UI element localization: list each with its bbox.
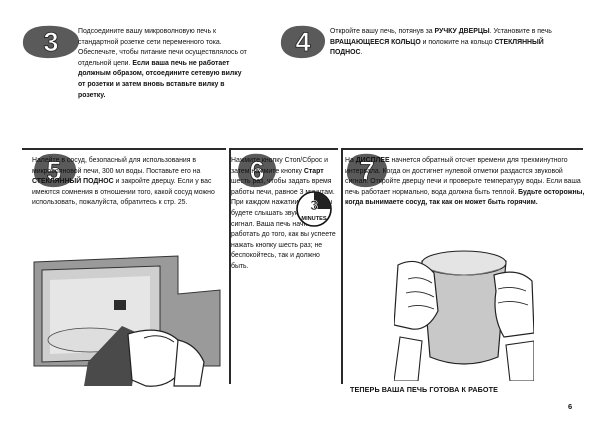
step-4-number: 4 (295, 27, 310, 57)
step-6-segment: шесть раз, чтобы задать время работы печ… (231, 178, 336, 270)
step-7-segment: ДИСПЛЕЕ (355, 157, 390, 164)
step-7-segment: На (345, 157, 356, 164)
step-3-number: 3 (43, 27, 58, 57)
microwave-with-cup-illustration (28, 254, 224, 390)
step-7-number: 7 (359, 156, 374, 186)
step-5-text: Налейте в сосуд, безопасный для использо… (32, 156, 222, 209)
step-5-segment: СТЕКЛЯННЫЙ ПОДНОС (32, 178, 114, 186)
step-6-segment: Старт (303, 167, 324, 175)
step-6-number: 6 (249, 156, 264, 186)
step-5-segment: Налейте в сосуд, безопасный для использо… (32, 157, 201, 175)
step-3-text: Подсоедините вашу микроволновую печь к с… (78, 27, 248, 101)
vertical-divider-left (229, 148, 231, 384)
step-4-text: Откройте вашу печь, потянув за РУЧКУ ДВЕ… (330, 27, 560, 59)
timer-unit: MINUTES (301, 216, 326, 222)
step-6-text: Нажмите кнопку Стоп/Сброс и затем нажмит… (231, 156, 337, 273)
step-7-segment: Будьте осторожны, когда вынимаете сосуд,… (345, 188, 585, 207)
step-3-segment: Если ваша печь не работает должным образ… (78, 59, 242, 99)
divider-step-6 (230, 148, 338, 150)
ready-notice: ТЕПЕРЬ ВАША ПЕЧЬ ГОТОВА К РАБОТЕ (350, 385, 498, 394)
vertical-divider-right (341, 148, 343, 384)
step-6-segment: Нажмите кнопку Стоп/Сброс и затем нажмит… (231, 157, 328, 175)
step-4-segment: ВРАЩАЮЩЕЕСЯ КОЛЬЦО (330, 38, 421, 46)
step-5-segment: и закройте дверцу. Если у вас имеются со… (32, 178, 215, 207)
step-3-segment: Подсоедините вашу микроволновую печь к с… (78, 28, 247, 67)
page-number: 6 (568, 402, 573, 411)
step-4-segment: . (360, 49, 363, 57)
step-4-badge: 4 (280, 25, 326, 59)
step-4-segment: СТЕКЛЯННЫЙ ПОДНОС (330, 38, 544, 57)
step-7-badge: 7 (346, 153, 388, 188)
divider-step-5 (22, 148, 226, 150)
step-7-text: На ДИСПЛЕЕ начнется обратный отсчет врем… (345, 156, 588, 209)
divider-step-7 (343, 148, 583, 150)
step-6-badge: 6 (237, 153, 277, 188)
step-3-badge: 3 (22, 25, 80, 59)
step-5-badge: 5 (33, 153, 77, 188)
timer-number: 3 (310, 197, 318, 213)
step-7-segment: начнется обратный отсчет времени для тре… (345, 157, 581, 196)
step-4-segment: . Установите в печь (489, 28, 552, 35)
step-4-segment: и положите на кольцо (420, 38, 495, 46)
step-5-number: 5 (46, 156, 61, 186)
step-4-segment: Откройте вашу печь, потянув за (330, 28, 435, 35)
step-4-segment: РУЧКУ ДВЕРЦЫ (434, 28, 490, 35)
clock-timer-icon: 3 MINUTES (296, 191, 332, 227)
hands-holding-cup-illustration (394, 245, 534, 381)
